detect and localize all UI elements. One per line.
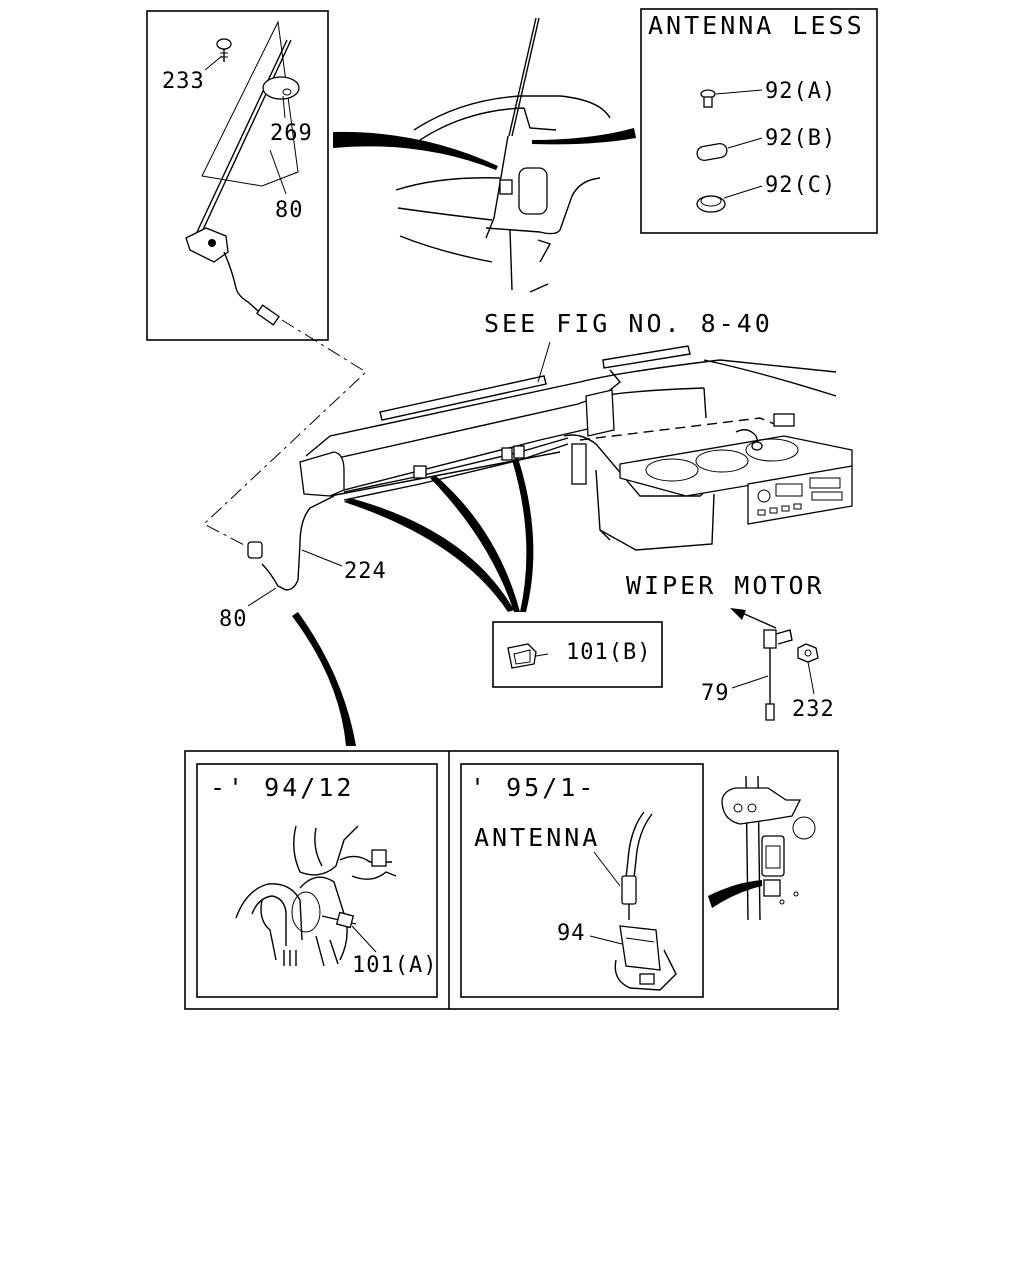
label-224: 224: [344, 559, 387, 584]
clip-101b-box: 101(B): [492, 621, 663, 688]
inset-late-frame: [460, 763, 704, 998]
label-92a: 92(A): [765, 79, 836, 104]
pointer-top-left: [333, 131, 498, 170]
bracket-94: [614, 925, 677, 991]
see-fig-label: SEE FIG NO. 8-40: [484, 309, 773, 338]
instrument-panel: [247, 345, 853, 591]
wiper-motor-label: WIPER MOTOR: [626, 571, 825, 600]
clip-101b-frame: [492, 621, 663, 688]
label-233: 233: [162, 69, 205, 94]
mounting-plate: [201, 20, 299, 187]
pointer-top-right: [532, 128, 636, 145]
date-late-label: ' 95/1-: [470, 773, 596, 802]
radio: [747, 465, 853, 525]
label-94: 94: [557, 921, 586, 946]
antenna-base: [185, 227, 229, 263]
antenna-mast: [196, 39, 288, 233]
plug-92c: [696, 195, 726, 213]
cable-224-dash: [343, 437, 569, 493]
inset-late: ' 95/1- ANTENNA 94: [460, 763, 704, 998]
label-269: 269: [270, 121, 313, 146]
cable-connector: [256, 304, 280, 326]
bottom-panel-frame: [184, 750, 839, 1010]
label-80-top: 80: [275, 198, 304, 223]
clip-101a: [335, 911, 355, 929]
date-early-label: -' 94/12: [210, 773, 354, 802]
mirror: [518, 167, 548, 215]
label-92b: 92(B): [765, 126, 836, 151]
pillar-detail: [708, 775, 816, 921]
plug-92b: [696, 142, 728, 162]
antenna-less-box: ANTENNA LESS 92(A) 92(B) 92(C): [640, 8, 878, 234]
label-79: 79: [701, 681, 730, 706]
label-92c: 92(C): [765, 173, 836, 198]
pointers-101b: [344, 458, 534, 612]
inset-early-frame: [196, 763, 438, 998]
nut-232: [797, 643, 819, 663]
inset-early: -' 94/12 101(A): [196, 763, 438, 998]
wiper-ground: [730, 608, 819, 721]
antenna-less-title: ANTENNA LESS: [648, 11, 865, 40]
bezel-269: [262, 76, 300, 100]
antenna-lead: [625, 811, 645, 879]
label-101a: 101(A): [352, 953, 437, 978]
projection-lines: [203, 319, 367, 549]
pointer-pillar: [708, 880, 762, 908]
antenna-detail-box: 233 269 80: [146, 10, 329, 341]
ground-terminal: [763, 629, 777, 649]
screw-233: [216, 38, 232, 62]
cable-224: [261, 495, 335, 591]
clip-101b: [507, 643, 549, 669]
dash-left-end: [299, 451, 345, 497]
mast-top: [511, 17, 540, 137]
label-101b: 101(B): [566, 640, 651, 665]
detail-frame: [146, 10, 329, 341]
label-80-mid: 80: [219, 607, 248, 632]
fender-view: [395, 17, 611, 293]
antenna-label: ANTENNA: [474, 823, 600, 852]
pointer-bottom: [292, 612, 356, 746]
label-232: 232: [792, 697, 835, 722]
antenna-plug: [621, 875, 637, 905]
plug-92a: [700, 89, 716, 108]
antenna-cable-80: [223, 251, 267, 319]
antenna-less-frame: [640, 8, 878, 234]
connector-80: [247, 541, 263, 559]
pillar-bracket: [721, 787, 802, 825]
